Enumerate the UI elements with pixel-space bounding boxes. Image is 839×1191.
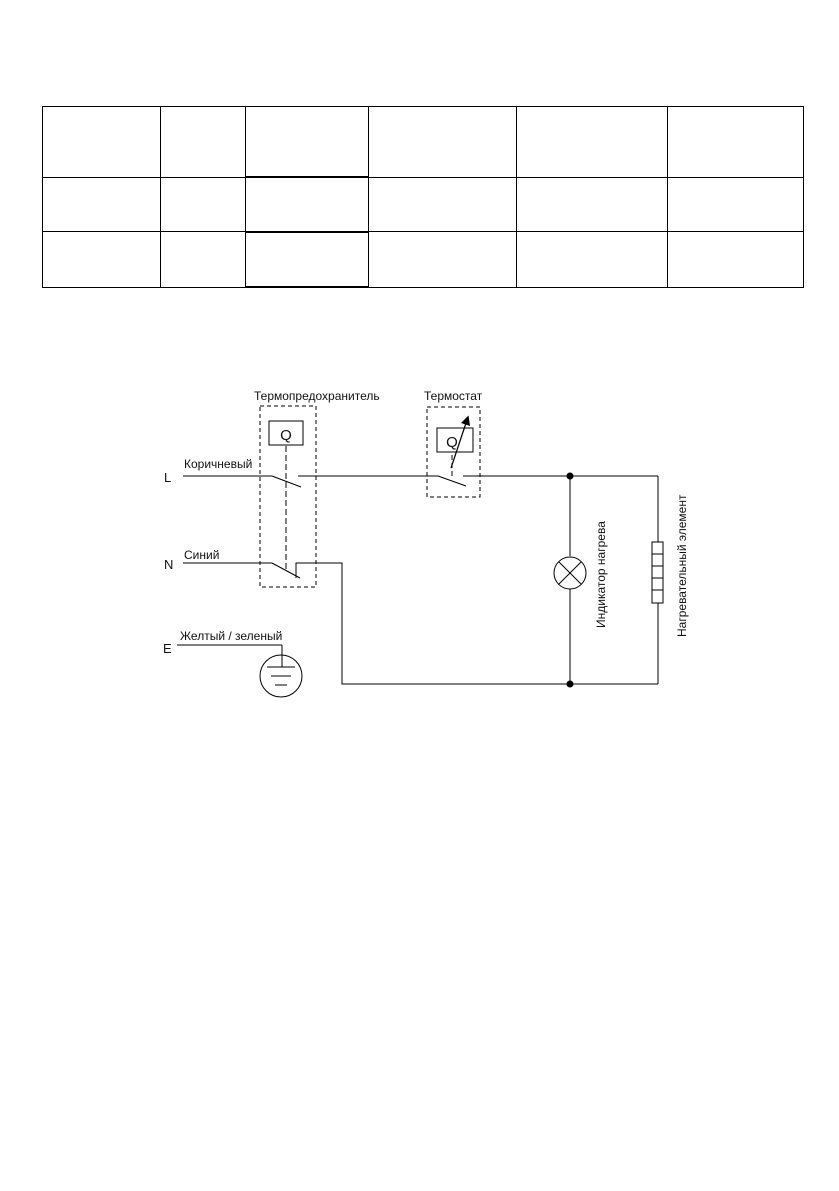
line-n-wire [183, 562, 658, 685]
line-l-wire [183, 475, 658, 488]
thermostat-enclosure [426, 406, 481, 498]
column-divider [160, 106, 161, 288]
blue-wire-label: Синий [184, 548, 219, 562]
column-divider [245, 106, 246, 288]
adjust-arrow-icon [450, 415, 471, 469]
spec-table [42, 106, 804, 288]
switch-icon [271, 562, 301, 579]
thermal-fuse: Q [259, 405, 317, 588]
highlight-line [246, 286, 368, 288]
indicator-branch [553, 472, 587, 688]
fuse-label: Термопредохранитель [254, 389, 380, 403]
terminal-l: L [164, 470, 171, 485]
fuse-enclosure [259, 405, 317, 588]
heater-label: Нагревательный элемент [675, 494, 689, 637]
brown-wire-label: Коричневый [184, 457, 252, 471]
heater-branch [651, 476, 664, 684]
switch-icon [271, 475, 302, 488]
resistor-icon [651, 541, 664, 604]
junction-dot [566, 680, 574, 688]
earth-wire-label: Желтый / зеленый [180, 629, 282, 643]
earth-wire [177, 644, 303, 698]
switch-icon [437, 475, 467, 487]
thermostat-symbol: Q [446, 434, 458, 451]
fuse-q-box [268, 420, 304, 446]
column-divider [667, 106, 668, 288]
indicator-label: Индикатор нагрева [594, 521, 608, 628]
row-divider [42, 177, 804, 178]
table-border [42, 106, 804, 288]
terminal-n: N [164, 557, 173, 572]
thermostat-label: Термостат [424, 389, 483, 403]
thermostat-q-box [436, 427, 474, 453]
ground-icon [259, 654, 303, 698]
junction-dot [566, 472, 574, 480]
highlight-line [246, 231, 368, 233]
column-divider [516, 106, 517, 288]
row-divider [42, 231, 804, 232]
column-divider [368, 106, 369, 288]
thermostat: Q [426, 406, 481, 498]
terminal-e: E [163, 641, 172, 656]
highlight-line [246, 176, 368, 178]
fuse-symbol: Q [280, 427, 292, 444]
